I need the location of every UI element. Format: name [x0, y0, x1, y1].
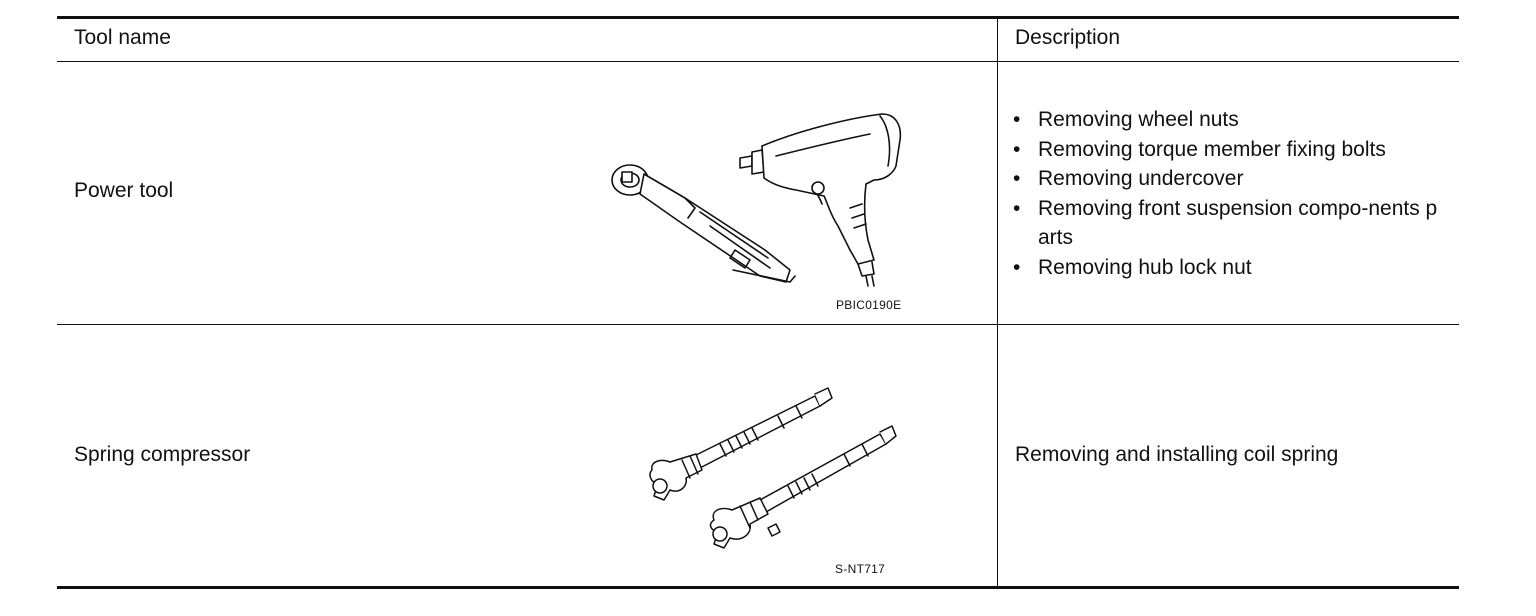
- figure-code-power-tool: PBIC0190E: [836, 298, 902, 312]
- bullet: •: [1013, 137, 1021, 161]
- bullet: •: [1013, 108, 1021, 131]
- description-text: Removing undercover: [1038, 167, 1244, 190]
- spring-compressor-description: Removing and installing coil spring: [1015, 443, 1339, 466]
- description-text: Removing wheel nuts: [1038, 108, 1239, 131]
- list-item: • Removing front suspension compo-nents p…: [1013, 194, 1438, 253]
- bullet: •: [1013, 167, 1021, 190]
- list-item: • Removing torque member fixing bolts: [1013, 135, 1453, 165]
- spring-compressor-illustration: [649, 387, 897, 549]
- list-item: • Removing hub lock nut: [1013, 253, 1453, 283]
- table-top-rule: [57, 16, 1459, 19]
- power-tool-description-list: • Removing wheel nuts • Removing torque me…: [1013, 105, 1453, 282]
- ratchet-wrench-icon: [611, 164, 796, 283]
- description-text: Removing front suspension compo-nents pa…: [1038, 196, 1438, 250]
- bullet: •: [1013, 255, 1021, 279]
- figure-code-spring-compressor: S-NT717: [835, 562, 886, 576]
- list-item: • Removing undercover: [1013, 164, 1453, 194]
- spring-compressor-icon: [649, 387, 897, 549]
- header-description: Description: [1015, 26, 1121, 49]
- list-item: • Removing wheel nuts: [1013, 105, 1453, 135]
- description-text: Removing torque member fixing bolts: [1038, 137, 1386, 161]
- impact-wrench-icon: [739, 113, 902, 287]
- tool-name-power-tool: Power tool: [74, 179, 174, 202]
- tool-name-spring-compressor: Spring compressor: [74, 443, 251, 466]
- header-tool-name: Tool name: [74, 26, 171, 49]
- header-rule: [57, 61, 1459, 62]
- power-tool-illustration: [611, 113, 902, 287]
- column-divider: [997, 18, 998, 587]
- row-divider: [57, 324, 1459, 325]
- description-text: Removing hub lock nut: [1038, 255, 1252, 279]
- bullet: •: [1013, 196, 1021, 220]
- table-bottom-rule: [57, 586, 1459, 589]
